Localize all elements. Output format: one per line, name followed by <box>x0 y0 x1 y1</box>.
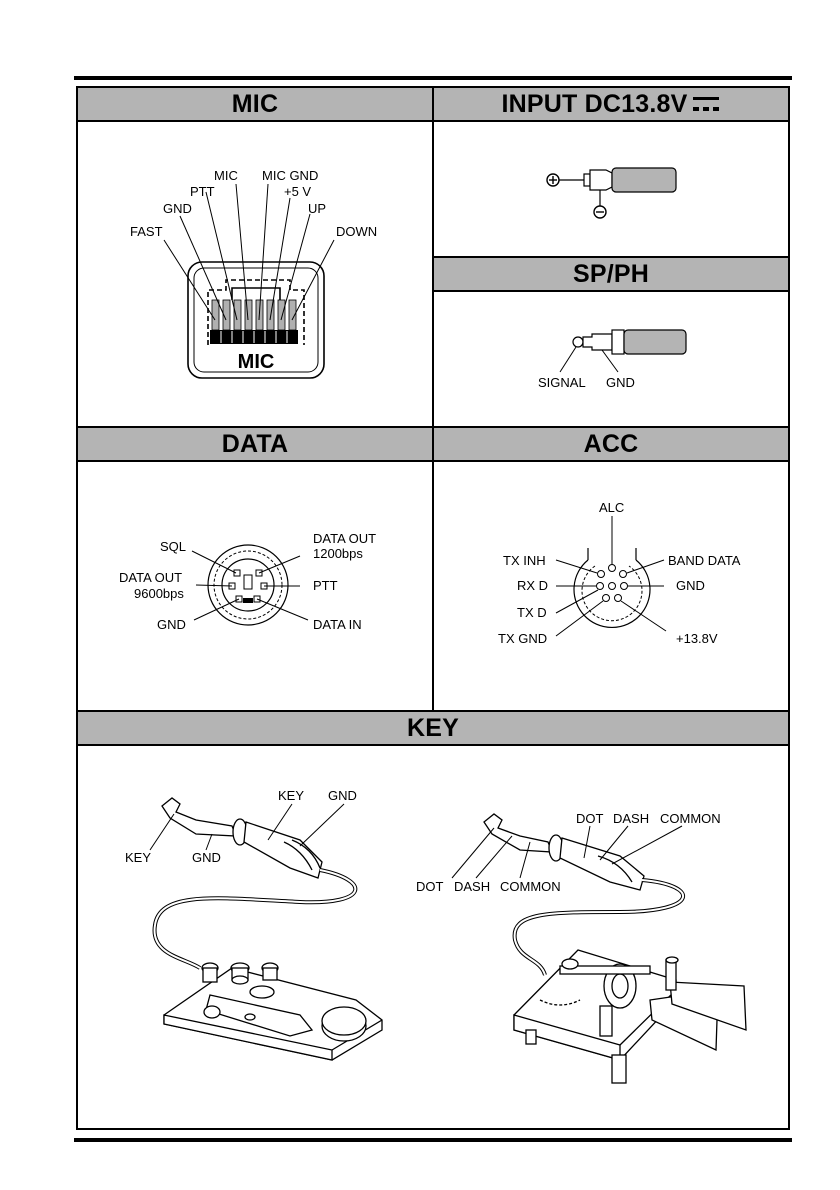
key-header: KEY <box>78 712 788 746</box>
input-dc-header: INPUT DC13.8V <box>434 88 788 122</box>
acc-header: ACC <box>434 428 788 462</box>
input-dc-title: INPUT DC13.8V <box>502 90 688 119</box>
bottom-rule <box>74 1138 792 1142</box>
column-divider-top <box>432 86 434 712</box>
data-header: DATA <box>78 428 432 462</box>
top-rule <box>74 76 792 80</box>
acc-title: ACC <box>584 430 639 459</box>
mic-title: MIC <box>232 90 278 119</box>
data-title: DATA <box>222 430 289 459</box>
mic-header: MIC <box>78 88 432 122</box>
dc-symbol-icon <box>691 93 721 115</box>
sp-ph-header: SP/PH <box>434 258 788 292</box>
sp-ph-title: SP/PH <box>573 260 649 289</box>
key-title: KEY <box>407 714 459 743</box>
